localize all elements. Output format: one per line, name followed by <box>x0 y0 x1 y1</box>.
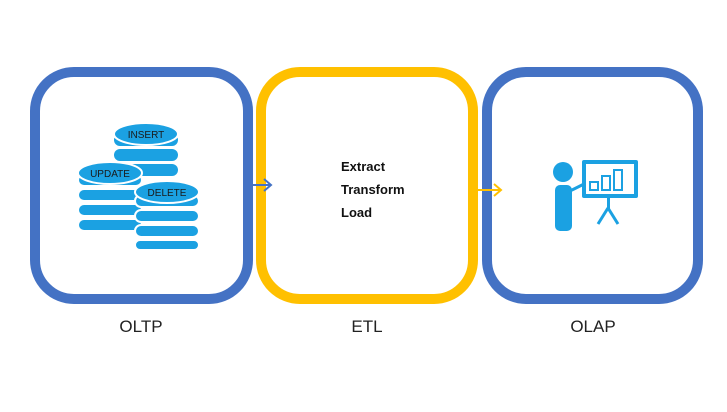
olap-caption: OLAP <box>570 317 616 336</box>
delete-label: DELETE <box>148 188 187 199</box>
presenter-chart-icon <box>553 160 638 231</box>
etl-step-transform: Transform <box>341 182 405 197</box>
update-disk-stack <box>77 161 143 232</box>
etl-caption: ETL <box>351 317 383 336</box>
etl-step-extract: Extract <box>341 159 386 174</box>
database-stack-icon <box>77 122 200 251</box>
insert-label: INSERT <box>128 130 165 141</box>
oltp-caption: OLTP <box>119 317 163 336</box>
arrow-etl-to-olap <box>478 183 503 197</box>
update-label: UPDATE <box>90 169 130 180</box>
arrow-oltp-to-etl <box>253 178 273 192</box>
delete-disk-stack <box>134 180 200 251</box>
etl-steps: Extract Transform Load <box>341 155 405 224</box>
etl-step-load: Load <box>341 205 373 220</box>
oltp-box <box>30 67 253 304</box>
